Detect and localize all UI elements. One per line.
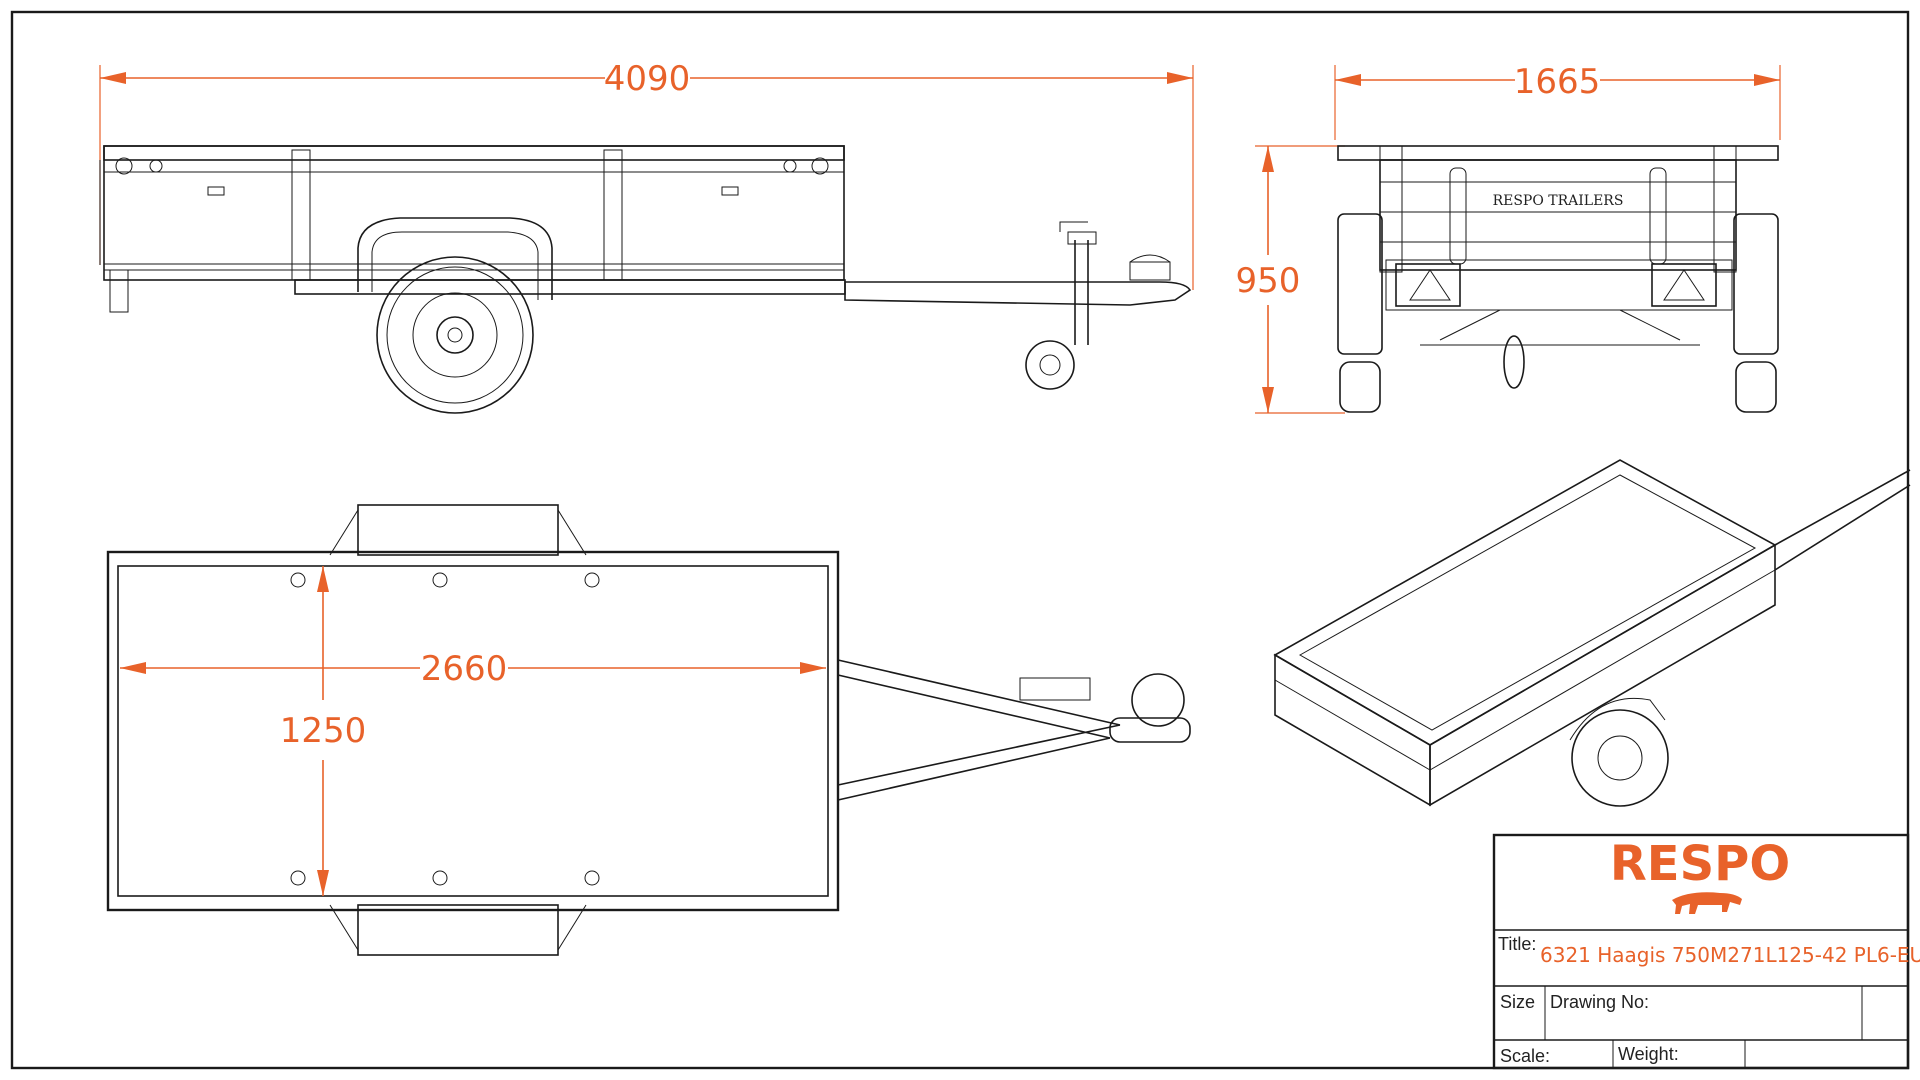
title-label: Title:	[1498, 934, 1536, 954]
bed-outline	[106, 550, 840, 912]
top-view: 2660 1250	[106, 504, 1191, 956]
side-view: 4090	[99, 59, 1194, 414]
drawing-no-label: Drawing No:	[1550, 992, 1649, 1012]
title-value: 6321 Haagis 750M271L125-42 PL6-EU1.	[1540, 943, 1920, 967]
rear-view: 1665 950 RESPO TRAILERS	[1236, 62, 1781, 414]
dimension-bed-length: 2660	[120, 649, 826, 689]
dimension-rear-height: 950	[1236, 145, 1345, 414]
scale-label: Scale:	[1500, 1046, 1550, 1066]
weight-label: Weight:	[1618, 1044, 1679, 1064]
dimension-rear-width: 1665	[1334, 62, 1781, 140]
side-top-rail	[103, 145, 845, 161]
dim-label-1665: 1665	[1514, 62, 1601, 102]
dimension-bed-width: 1250	[280, 566, 367, 896]
dim-label-950: 950	[1236, 261, 1301, 301]
bull-logo-icon	[1672, 892, 1742, 914]
title-block: RESPO Title: 6321 Haagis 750M271L125-42 …	[1492, 833, 1920, 1070]
dim-label-1250: 1250	[280, 711, 367, 751]
isometric-view	[1273, 459, 1911, 807]
dim-label-2660: 2660	[421, 649, 508, 689]
brand-logo-text: RESPO	[1610, 836, 1790, 892]
sheet-border	[10, 10, 1910, 1070]
rear-panel-text: RESPO TRAILERS	[1493, 193, 1624, 209]
rear-panel	[1379, 159, 1737, 271]
dimension-side-length: 4090	[99, 59, 1194, 290]
dim-label-4090: 4090	[604, 59, 691, 99]
size-label: Size	[1500, 992, 1535, 1012]
